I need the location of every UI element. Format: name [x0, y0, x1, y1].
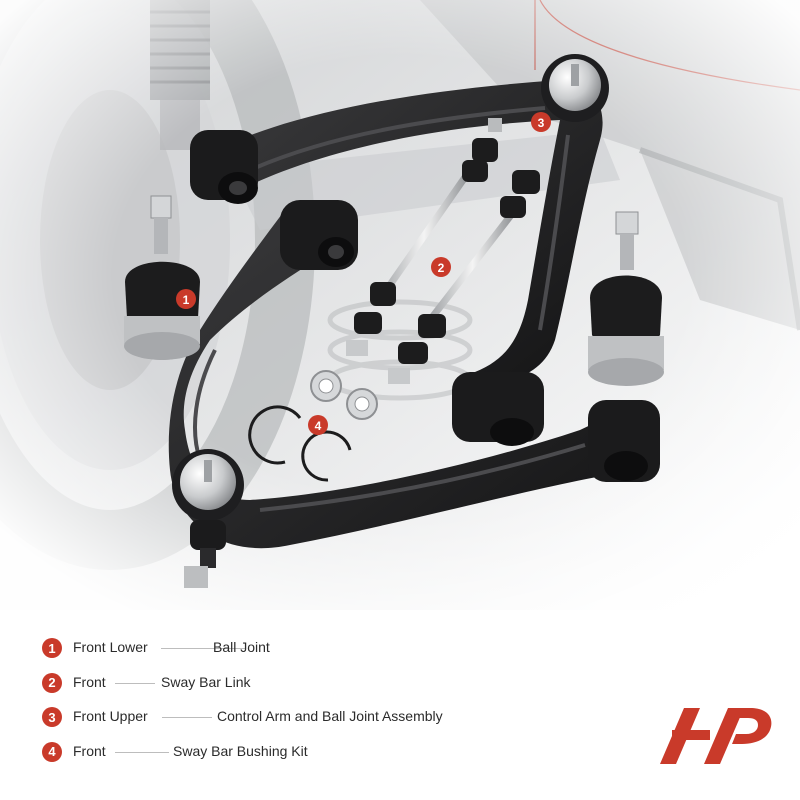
legend-part-name: Ball Joint — [213, 639, 270, 655]
legend-divider — [161, 648, 245, 649]
snap-rings — [248, 405, 352, 482]
front-arm-bushing-top — [280, 200, 358, 270]
front-arm-bushing-rear — [588, 400, 660, 482]
upper-ball-joint-chrome — [541, 54, 609, 122]
svg-text:4: 4 — [315, 419, 322, 433]
legend-row-3: 3 Front Upper Control Arm and Ball Joint… — [38, 701, 598, 736]
legend-divider — [115, 682, 155, 684]
legend-row-1: 1 Front Lower Ball Joint — [38, 632, 598, 667]
rear-arm-bushing-rear — [452, 372, 544, 446]
callout-4: 4 — [308, 415, 328, 435]
legend-part-name: Sway Bar Bushing Kit — [173, 742, 308, 759]
upper-control-arm-rear — [190, 54, 609, 446]
legend-row-2: 2 Front Sway Bar Link — [38, 667, 598, 702]
legend-number: 4 — [42, 741, 62, 762]
brand-logo — [660, 708, 772, 764]
svg-text:2: 2 — [438, 261, 445, 275]
legend-row-4: 4 Front Sway Bar Bushing Kit — [38, 736, 598, 771]
sway-bar-link-2 — [388, 170, 540, 384]
front-arm-ball-joint — [172, 449, 244, 588]
legend-number: 2 — [42, 672, 62, 693]
legend-divider — [115, 751, 169, 753]
rear-arm-bushing-front — [190, 130, 258, 204]
legend-number: 3 — [42, 707, 62, 727]
lower-ball-joint-right — [588, 211, 664, 386]
legend-position: Front Upper — [73, 708, 148, 724]
svg-text:1: 1 — [183, 293, 190, 307]
callout-3: 3 — [531, 112, 551, 132]
product-photo: 1 2 3 4 — [0, 0, 800, 610]
upper-control-arm-front — [168, 200, 660, 588]
legend-number: 1 — [42, 638, 62, 658]
lower-ball-joint-left — [124, 195, 200, 360]
washers — [310, 370, 378, 420]
callout-1: 1 — [176, 289, 196, 309]
legend-position: Front — [73, 742, 106, 759]
legend-position: Front Lower — [73, 639, 148, 655]
legend-divider — [162, 717, 212, 718]
callout-2: 2 — [431, 257, 451, 277]
sway-bar-link-1 — [346, 118, 502, 356]
legend-part-name: Control Arm and Ball Joint Assembly — [217, 708, 443, 724]
legend-part-name: Sway Bar Link — [161, 673, 251, 690]
parts-legend: 1 Front Lower Ball Joint 2 Front Sway Ba… — [38, 632, 598, 770]
svg-text:3: 3 — [538, 116, 545, 130]
legend-position: Front — [73, 673, 106, 690]
